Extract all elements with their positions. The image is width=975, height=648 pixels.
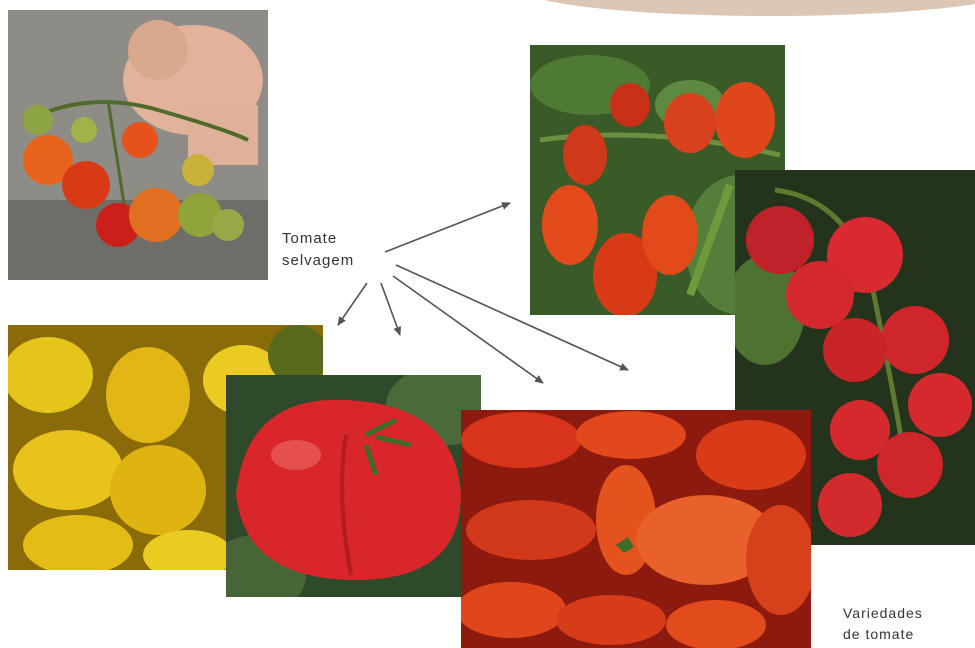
varieties-label-line2: de tomate xyxy=(843,624,923,645)
wild-tomato-label-line1: Tomate xyxy=(282,228,354,250)
beefsteak-tomato-photo xyxy=(226,375,481,597)
arrow-to-beefsteak xyxy=(381,283,400,335)
roma-tomato-photo xyxy=(461,410,811,648)
decorative-top-band xyxy=(520,0,975,16)
wild-tomato-photo xyxy=(8,10,268,280)
wild-tomato-label: Tomate selvagem xyxy=(282,228,354,272)
varieties-label-line1: Variedades xyxy=(843,603,923,624)
arrow-to-red-pear xyxy=(385,203,510,252)
wild-tomato-label-line2: selvagem xyxy=(282,250,354,272)
arrow-to-yellow-pear xyxy=(338,283,367,325)
arrow-to-roma xyxy=(393,276,543,383)
varieties-label: Variedades de tomate xyxy=(843,603,923,645)
